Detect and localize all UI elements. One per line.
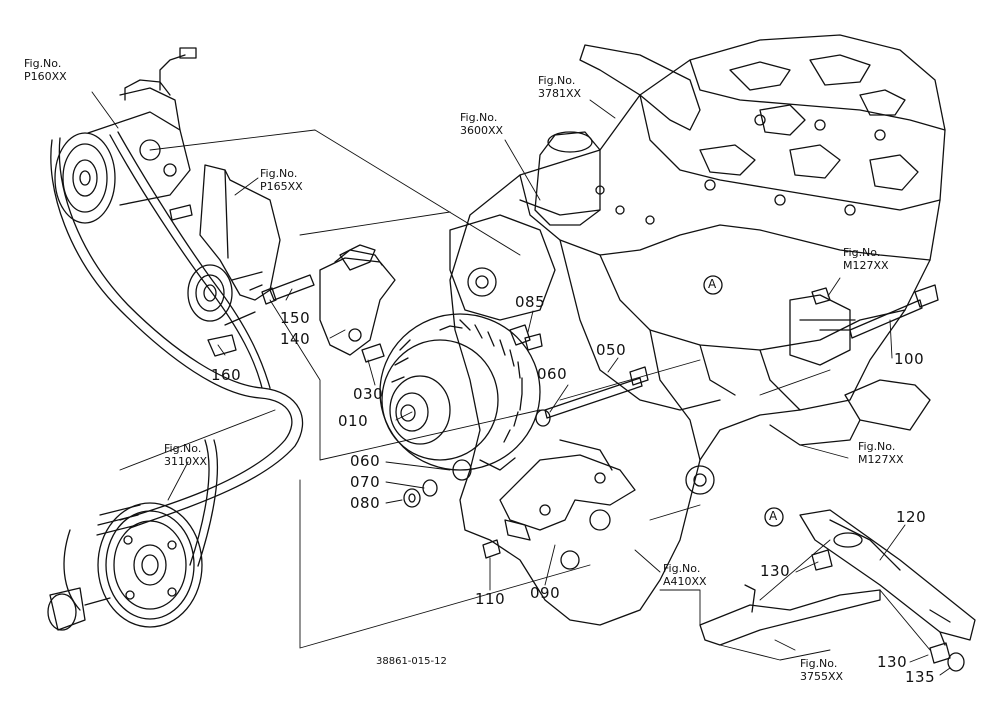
- figure-ref-heading: Fig.No.: [843, 246, 881, 259]
- part-number-130-upper: 130: [760, 562, 791, 580]
- part-number-160: 160: [211, 366, 242, 384]
- adjusting-bracket-drawing: [499, 439, 636, 541]
- figure-ref-3600: Fig.No. 3600XX: [460, 111, 503, 137]
- part-number-110: 110: [475, 590, 506, 608]
- part-number-080: 080: [350, 494, 381, 512]
- tensioner-bracket-drawing: [169, 164, 281, 357]
- figure-ref-number: 3755XX: [800, 670, 844, 683]
- figure-ref-p160: Fig.No. P160XX: [24, 57, 67, 83]
- part-number-060-lower: 060: [350, 452, 381, 470]
- part-number-060-upper: 060: [537, 365, 568, 383]
- figure-ref-heading: Fig.No.: [260, 167, 298, 180]
- part-number-140: 140: [280, 330, 311, 348]
- figure-ref-heading: Fig.No.: [460, 111, 498, 124]
- part-number-100: 100: [894, 350, 925, 368]
- leader-lines: [91, 91, 951, 676]
- part-number-085: 085: [515, 293, 546, 311]
- circle-marker-a-2: [764, 507, 784, 527]
- figure-ref-number: M127XX: [843, 259, 889, 272]
- figure-ref-heading: Fig.No.: [164, 442, 202, 455]
- part-number-030: 030: [353, 385, 384, 403]
- figure-ref-m127-lower: Fig.No. M127XX: [858, 440, 904, 466]
- circle-marker-a-label-2: A: [769, 509, 778, 523]
- figure-ref-heading: Fig.No.: [663, 562, 701, 575]
- part-number-150: 150: [280, 309, 311, 327]
- drawing-code: 38861-015-12: [376, 656, 447, 667]
- lower-bracket-drawing: [844, 379, 931, 431]
- bracket-3755-drawing: [699, 584, 881, 646]
- circle-marker-a-1: [703, 275, 723, 295]
- compressor-drawing: [54, 47, 197, 224]
- bracket-140-drawing: [319, 244, 396, 356]
- part-number-090: 090: [530, 584, 561, 602]
- figure-ref-m127-upper: Fig.No. M127XX: [843, 246, 889, 272]
- bolts-drawing: [261, 274, 965, 672]
- figure-ref-number: 3110XX: [164, 455, 208, 468]
- figure-ref-heading: Fig.No.: [858, 440, 896, 453]
- part-number-010: 010: [338, 412, 369, 430]
- part-number-050: 050: [596, 341, 627, 359]
- figure-ref-heading: Fig.No.: [800, 657, 838, 670]
- figure-ref-number: P165XX: [260, 180, 303, 193]
- part-number-130-lower: 130: [877, 653, 908, 671]
- washers-drawing: [403, 409, 551, 508]
- figure-ref-number: 3600XX: [460, 124, 504, 137]
- figure-ref-number: 3781XX: [538, 87, 582, 100]
- engine-block-drawing: [449, 34, 946, 626]
- figure-ref-number: M127XX: [858, 453, 904, 466]
- bracket-120-drawing: [799, 509, 976, 646]
- alternator-drawing: [379, 313, 541, 471]
- figure-ref-3755: Fig.No. 3755XX: [800, 657, 843, 683]
- figure-ref-3781: Fig.No. 3781XX: [538, 74, 581, 100]
- figure-ref-heading: Fig.No.: [24, 57, 62, 70]
- figure-ref-p165: Fig.No. P165XX: [260, 167, 303, 193]
- figure-ref-number: A410XX: [663, 575, 707, 588]
- crank-pulley-drawing: [47, 502, 203, 631]
- figure-ref-heading: Fig.No.: [538, 74, 576, 87]
- part-number-120: 120: [896, 508, 927, 526]
- part-number-135: 135: [905, 668, 936, 686]
- circle-marker-a-label-1: A: [708, 277, 717, 291]
- belt-drawing: [50, 131, 304, 611]
- figure-ref-a410: Fig.No. A410XX: [663, 562, 707, 588]
- figure-ref-3110: Fig.No. 3110XX: [164, 442, 207, 468]
- part-number-070: 070: [350, 473, 381, 491]
- figure-ref-number: P160XX: [24, 70, 67, 83]
